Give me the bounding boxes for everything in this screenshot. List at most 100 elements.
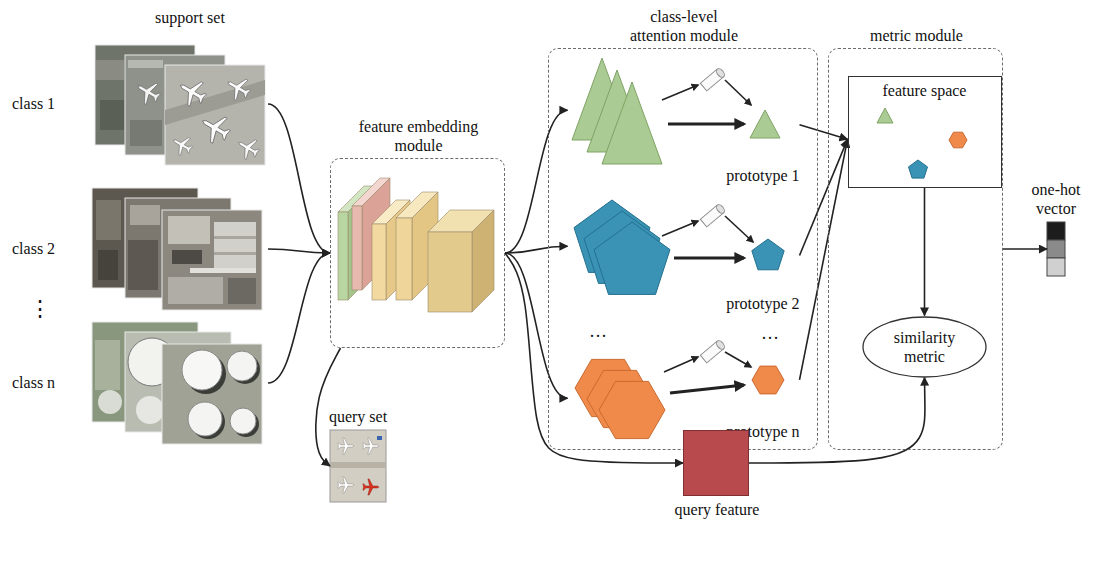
query-image <box>338 477 354 493</box>
airport-image-stack <box>168 131 195 158</box>
tank-image-stack <box>136 396 164 424</box>
one-hot-cells <box>1047 240 1065 258</box>
attention-arrows <box>664 357 698 372</box>
flow-arrow <box>749 378 925 464</box>
attention-cylinder <box>715 339 726 351</box>
prototype-label: prototype 2 <box>726 294 799 313</box>
class-label: class 1 <box>12 94 55 113</box>
feature-space-points <box>949 132 967 148</box>
tank-image-stack <box>188 402 222 436</box>
attention-arrows <box>674 257 744 260</box>
pentagon-feature-stack <box>574 200 784 294</box>
attention-cylinder <box>715 67 726 79</box>
one-hot-cells <box>1047 222 1065 276</box>
set-caption: support set <box>155 8 225 27</box>
building-image-stack <box>130 205 160 225</box>
flow-arrow <box>800 139 848 255</box>
image-stack-group: class 2 <box>10 186 268 312</box>
airport-image-stack <box>128 60 163 68</box>
building-image-stack <box>172 250 202 264</box>
output-label: one-hot vector <box>1020 180 1092 218</box>
cnn-layers <box>472 210 494 312</box>
hexagon-feature-stack <box>752 366 784 394</box>
metric-ellipse: similarity metric <box>862 316 987 378</box>
pentagon-feature-stack <box>752 239 784 270</box>
cnn-layers <box>352 206 362 290</box>
attention-arrows <box>725 352 751 367</box>
image-stack-group: class n <box>10 320 268 446</box>
flow-arrow <box>505 110 568 253</box>
feature-space-points <box>877 108 893 123</box>
one-hot-cells <box>1047 258 1065 276</box>
ellipse-label: similarity metric <box>880 327 970 365</box>
class-label: class n <box>12 373 55 392</box>
building-image-stack <box>162 210 262 310</box>
module-box: metric modulefeature spacesimilarity met… <box>828 48 1003 450</box>
airport-image-stack <box>165 80 265 125</box>
prototype-group: prototype n <box>568 350 800 442</box>
airport-image-stack <box>222 72 254 104</box>
airport-image-stack <box>174 74 211 111</box>
attention-cylinder <box>715 203 726 215</box>
attention-arrows <box>725 80 751 105</box>
query-image: query set <box>330 430 386 502</box>
attention-arrows <box>725 216 753 242</box>
building-image-stack <box>168 216 210 244</box>
airport-image-stack <box>195 108 234 147</box>
attention-cylinder <box>700 203 726 227</box>
triangle-feature-stack <box>602 82 662 164</box>
cnn-layers <box>338 178 494 312</box>
airport-image-stack <box>95 45 265 165</box>
ellipse-outline <box>862 316 987 378</box>
hexagon-feature-stack <box>599 381 665 438</box>
prototype-label: prototype 1 <box>726 166 799 185</box>
query-set-label: query set <box>308 407 408 426</box>
building-image-stack <box>128 240 158 290</box>
flow-arrow <box>924 188 926 316</box>
building-image-stack <box>168 277 223 304</box>
airport-image-stack <box>195 108 234 147</box>
tank-image-stack <box>162 344 262 444</box>
tank-image-stack <box>230 408 256 434</box>
flow-arrow <box>268 104 330 253</box>
flow-arrow <box>1003 248 1047 250</box>
building-image-stack <box>228 278 256 304</box>
feature-label: query feature <box>657 500 777 519</box>
building-image-stack <box>98 250 118 280</box>
query-image <box>338 438 354 454</box>
airport-image-stack <box>233 133 263 163</box>
attention-arrows <box>670 385 744 393</box>
tank-image-stack <box>92 322 262 444</box>
building-image-stack <box>214 222 256 268</box>
attention-cylinder <box>700 67 726 91</box>
query-image <box>338 438 354 454</box>
cnn-layers <box>396 218 412 300</box>
flow-arrow <box>268 253 330 383</box>
attention-arrows <box>662 80 753 393</box>
module-title: feature embedding module <box>349 117 489 155</box>
one-hot-vector: one-hot vector <box>1047 222 1065 276</box>
query-image <box>330 430 386 502</box>
airport-image-stack <box>165 65 265 165</box>
cnn-layers <box>338 212 348 300</box>
building-image-stack <box>214 236 256 239</box>
box-title: feature space <box>849 81 1001 100</box>
feature-space-points <box>877 108 967 178</box>
attention-arrows <box>662 221 698 236</box>
feature-space-points <box>909 160 928 178</box>
module-title: class-level attention module <box>625 7 743 45</box>
flow-arrow <box>800 139 848 380</box>
ellipse-outline <box>863 317 986 377</box>
ellipsis-mark: ⋮ <box>29 296 51 322</box>
flow-arrow <box>316 348 341 466</box>
cnn-layers <box>428 232 472 312</box>
triangle-feature-stack <box>750 110 780 138</box>
attention-cylinder <box>700 339 726 363</box>
airport-image-stack <box>132 76 164 108</box>
airport-image-stack <box>130 120 162 146</box>
flow-arrow <box>505 253 568 398</box>
pentagon-feature-stack <box>594 222 670 294</box>
building-image-stack <box>190 268 256 273</box>
class-label: class 2 <box>12 239 55 258</box>
